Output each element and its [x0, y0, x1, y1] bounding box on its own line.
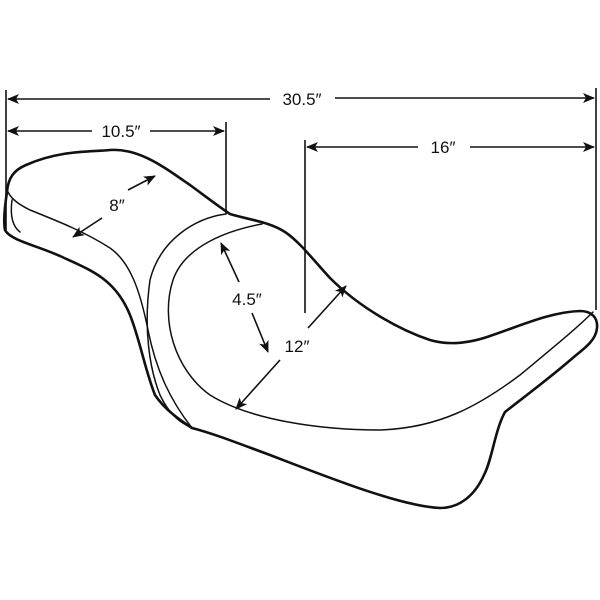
dimension-driver-width: 8″: [72, 175, 156, 238]
overall-length-label: 30.5″: [282, 90, 321, 109]
dimension-passenger-length: 16″: [306, 138, 595, 157]
bucket-inner-rim: [167, 223, 594, 431]
seat-top-silhouette: [2, 148, 599, 510]
seat-outline: [2, 148, 599, 510]
bucket-outer-rim: [146, 213, 227, 429]
bucket-depth-label: 4.5″: [232, 290, 262, 309]
dimension-overall-length: 30.5″: [7, 90, 595, 109]
driver-skirt-line: [10, 199, 21, 233]
bucket-width-label: 12″: [285, 337, 310, 356]
driver-width-label: 8″: [109, 196, 124, 215]
passenger-length-label: 16″: [431, 138, 456, 157]
dimension-driver-length: 10.5″: [7, 122, 225, 141]
driver-length-label: 10.5″: [101, 122, 140, 141]
extension-lines: [5, 88, 597, 313]
driver-side-panel-line: [7, 191, 193, 429]
dimension-bucket-depth: 4.5″: [220, 242, 269, 353]
dimension-bucket-width: 12″: [235, 285, 347, 410]
